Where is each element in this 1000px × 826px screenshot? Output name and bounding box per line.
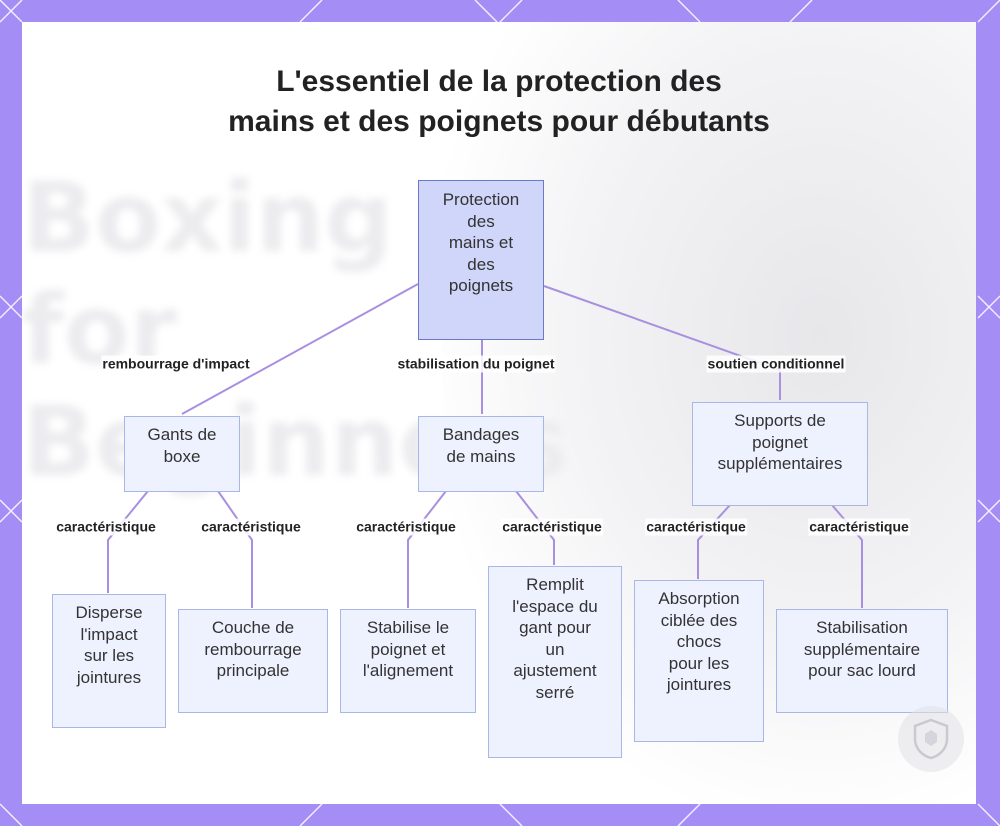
edge-label-support: soutien conditionnel	[707, 356, 846, 373]
edge-root-supports	[544, 286, 780, 400]
edge-label-wrist: stabilisation du poignet	[396, 356, 555, 373]
node-root: Protection des mains et des poignets	[418, 180, 544, 340]
node-padding: Couche de rembourrage principale	[178, 609, 328, 713]
edge-label-feature-4: caractéristique	[501, 519, 603, 536]
node-gloves: Gants de boxe	[124, 416, 240, 492]
edge-label-impact: rembourrage d'impact	[101, 356, 250, 373]
edge-label-feature-6: caractéristique	[808, 519, 910, 536]
node-stabilize: Stabilise le poignet et l'alignement	[340, 609, 476, 713]
edge-label-feature-3: caractéristique	[355, 519, 457, 536]
edge-label-feature-2: caractéristique	[200, 519, 302, 536]
node-extra: Stabilisation supplémentaire pour sac lo…	[776, 609, 948, 713]
edge-gloves-disperse	[108, 491, 148, 593]
edge-supports-absorb	[698, 505, 730, 579]
node-supports: Supports de poignet supplémentaires	[692, 402, 868, 506]
shield-badge-icon	[898, 706, 964, 772]
edge-label-feature-5: caractéristique	[645, 519, 747, 536]
node-disperse: Disperse l'impact sur les jointures	[52, 594, 166, 728]
diagram-card: Boxing for Beginners L'essentiel de la p…	[22, 22, 976, 804]
edge-label-feature-1: caractéristique	[55, 519, 157, 536]
node-wraps: Bandages de mains	[418, 416, 544, 492]
edge-root-gloves	[182, 284, 418, 414]
node-fill: Remplit l'espace du gant pour un ajustem…	[488, 566, 622, 758]
node-absorb: Absorption ciblée des chocs pour les joi…	[634, 580, 764, 742]
edge-wraps-stabilize	[408, 491, 446, 608]
edge-gloves-padding	[218, 491, 252, 608]
